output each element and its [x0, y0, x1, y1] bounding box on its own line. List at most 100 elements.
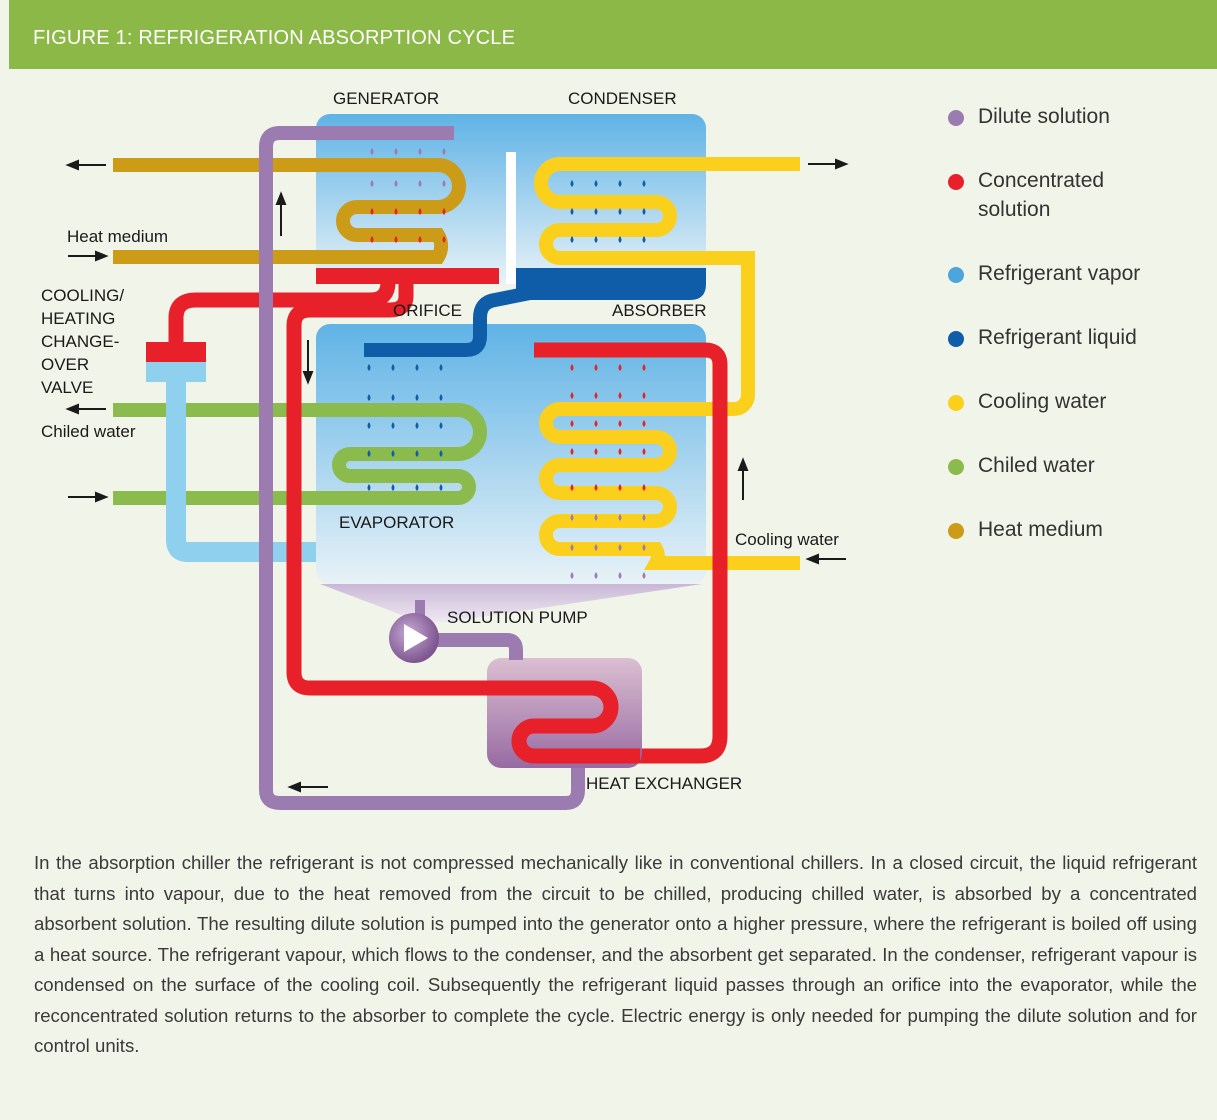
absorber-label: ABSORBER: [612, 301, 706, 320]
droplet-icon: [415, 484, 419, 491]
arrow-down-icon: [302, 340, 314, 385]
changeover-valve-lower: [146, 362, 206, 382]
changeover-valve-label-4: OVER: [41, 355, 89, 374]
droplet-icon: [415, 422, 419, 429]
legend-label: Refrigerant vapor: [978, 262, 1141, 285]
droplet-icon: [394, 180, 398, 187]
droplet-icon: [391, 422, 395, 429]
changeover-valve-label-5: VALVE: [41, 378, 93, 397]
droplet-icon: [618, 544, 622, 551]
droplet-icon: [618, 448, 622, 455]
heat-medium-coil-path: [113, 158, 466, 264]
droplet-icon: [618, 514, 622, 521]
droplet-icon: [642, 448, 646, 455]
droplet-icon: [594, 484, 598, 491]
legend-label: Refrigerant liquid: [978, 326, 1137, 349]
generator-concentrated-pool: [316, 268, 499, 284]
droplet-icon: [439, 364, 443, 371]
changeover-valve-label-3: CHANGE-: [41, 332, 119, 351]
legend-dot-icon: [948, 174, 964, 190]
droplet-icon: [642, 364, 646, 371]
droplet-icon: [570, 572, 574, 579]
droplet-icon: [367, 422, 371, 429]
arrow-up-icon: [737, 457, 749, 500]
droplet-icon: [642, 236, 646, 243]
orifice-label: ORIFICE: [393, 301, 462, 320]
absorber-cooling-coil: [539, 402, 800, 570]
droplet-icon: [570, 392, 574, 399]
droplet-icon: [439, 394, 443, 401]
droplet-icon: [570, 180, 574, 187]
droplet-icon: [367, 364, 371, 371]
refrigerant-vapor-bypass: [166, 362, 316, 562]
droplet-icon: [618, 208, 622, 215]
droplet-icon: [594, 420, 598, 427]
changeover-valve-label-2: HEATING: [41, 309, 115, 328]
condenser-refrigerant-pool: [516, 268, 706, 300]
droplet-icon: [570, 484, 574, 491]
cooling-water-label: Cooling water: [735, 530, 839, 549]
concentrated-solution-to-valve: [168, 281, 396, 342]
droplet-icon: [594, 448, 598, 455]
condenser-cooling-coil: [534, 157, 800, 416]
droplet-icon: [618, 180, 622, 187]
condenser-label: CONDENSER: [568, 89, 677, 108]
droplet-icon: [394, 236, 398, 243]
droplet-icon: [415, 394, 419, 401]
legend-dot-icon: [948, 523, 964, 539]
droplet-icon: [418, 148, 422, 155]
arrow-up-icon: [275, 191, 287, 236]
refrigerant-liquid-pipe: [364, 283, 547, 357]
droplet-icon: [391, 450, 395, 457]
solution-pump-label: SOLUTION PUMP: [447, 608, 588, 627]
droplet-icon: [442, 148, 446, 155]
legend-label: Heat medium: [978, 518, 1103, 541]
droplet-icon: [618, 392, 622, 399]
chilled-water-label: Chiled water: [41, 422, 136, 441]
droplet-icon: [642, 514, 646, 521]
generator-label: GENERATOR: [333, 89, 439, 108]
droplet-icon: [418, 208, 422, 215]
droplets: [367, 148, 646, 579]
droplet-icon: [439, 484, 443, 491]
arrow-left-icon: [805, 553, 846, 565]
arrow-right-icon: [808, 158, 849, 170]
droplet-icon: [394, 148, 398, 155]
legend-dot-icon: [948, 395, 964, 411]
droplet-icon: [594, 392, 598, 399]
droplet-icon: [618, 484, 622, 491]
droplet-icon: [594, 572, 598, 579]
droplet-icon: [418, 236, 422, 243]
arrow-left-icon: [65, 159, 106, 171]
droplet-icon: [642, 572, 646, 579]
arrow-right-icon: [68, 250, 109, 262]
arrow-left-icon: [65, 403, 106, 415]
droplet-icon: [618, 572, 622, 579]
droplet-icon: [594, 180, 598, 187]
droplet-icon: [642, 544, 646, 551]
droplet-icon: [642, 420, 646, 427]
droplet-icon: [415, 450, 419, 457]
droplet-icon: [594, 514, 598, 521]
droplet-icon: [367, 394, 371, 401]
legend-label: Chiled water: [978, 454, 1095, 477]
droplet-icon: [618, 420, 622, 427]
droplet-icon: [570, 514, 574, 521]
droplet-icon: [642, 392, 646, 399]
droplet-icon: [570, 544, 574, 551]
droplet-icon: [391, 364, 395, 371]
figure-title: FIGURE 1: REFRIGERATION ABSORPTION CYCLE: [33, 27, 516, 49]
droplet-icon: [594, 236, 598, 243]
droplet-icon: [570, 208, 574, 215]
droplet-icon: [594, 544, 598, 551]
droplet-icon: [642, 208, 646, 215]
droplet-icon: [618, 364, 622, 371]
droplet-icon: [442, 236, 446, 243]
dilute-solution-pump-line: [436, 633, 523, 660]
chilled-water-coil: [113, 403, 487, 505]
droplet-icon: [394, 208, 398, 215]
droplet-icon: [570, 448, 574, 455]
droplet-icon: [367, 484, 371, 491]
droplet-icon: [391, 394, 395, 401]
droplet-icon: [370, 148, 374, 155]
